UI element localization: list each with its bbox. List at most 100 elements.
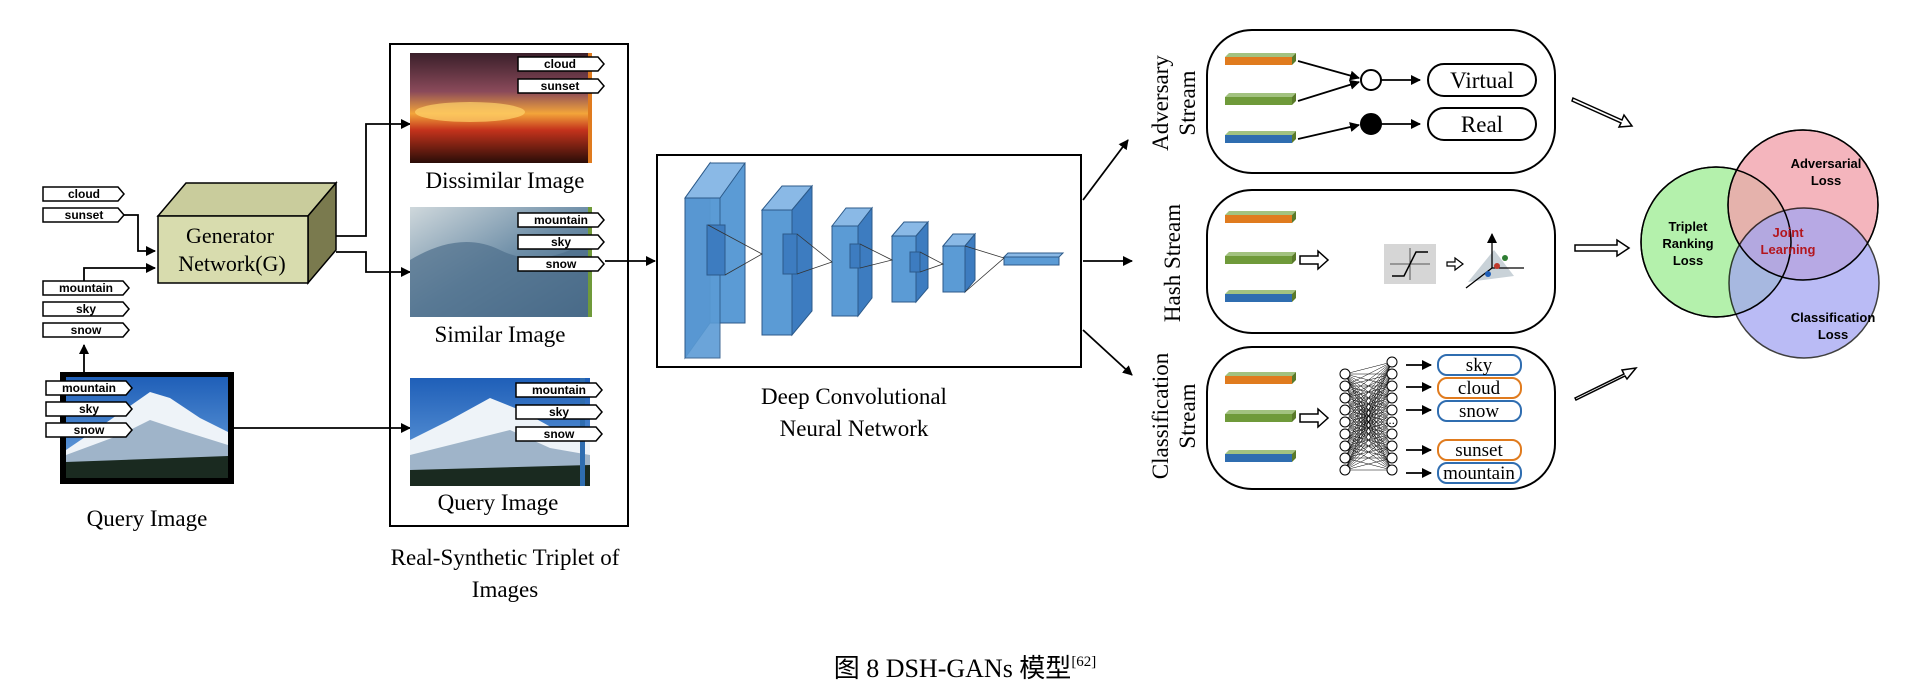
nn-edge — [1344, 361, 1393, 387]
neural-net-icon — [1339, 356, 1398, 476]
nn-node — [1386, 380, 1398, 392]
generator-network: Generator Network(G) — [156, 180, 338, 286]
nn-edge — [1344, 385, 1393, 471]
classification-label-line2: Stream — [1175, 383, 1200, 448]
virtual-node-icon — [1360, 69, 1382, 91]
tag-sky: sky — [76, 302, 96, 316]
arrow-adv-orange — [1297, 60, 1360, 81]
output-sunset: sunset — [1455, 440, 1503, 461]
nn-node — [1386, 356, 1398, 368]
nn-edge — [1344, 409, 1393, 471]
nn-node — [1339, 464, 1351, 476]
classification-features — [1225, 372, 1296, 462]
left-tag-group-2: mountain sky snow — [42, 280, 130, 338]
output-cloud-box — [1437, 377, 1522, 399]
triplet-query-tag-snow: snow — [544, 427, 575, 441]
nn-node — [1386, 404, 1398, 416]
nn-node — [1386, 440, 1398, 452]
nn-edge — [1344, 361, 1393, 411]
tag-snow: snow — [71, 323, 102, 337]
arrow-cnn-to-classification — [1082, 329, 1133, 376]
cnn-label-line1: Deep Convolutional — [761, 384, 947, 409]
hash-small-arrow-icon — [1446, 256, 1464, 272]
nn-node — [1339, 416, 1351, 428]
similar-image-label: Similar Image — [435, 322, 566, 347]
nn-node — [1386, 428, 1398, 440]
adversary-label-line1: Adversary — [1148, 55, 1173, 151]
nn-node — [1386, 392, 1398, 404]
nn-edge — [1344, 373, 1393, 471]
output-snow-box — [1437, 400, 1522, 422]
query-tag-mountain: mountain — [62, 381, 116, 395]
venn-triplet-line3: Loss — [1673, 253, 1703, 268]
nn-node — [1339, 404, 1351, 416]
nn-edge — [1344, 361, 1393, 423]
nn-node — [1339, 452, 1351, 464]
cnn-connections — [707, 224, 1005, 293]
nn-node — [1386, 416, 1398, 428]
left-tag-group-1: cloud sunset — [42, 186, 125, 223]
query-tag-snow: snow — [74, 423, 105, 437]
venn-adversarial-line2: Loss — [1811, 173, 1841, 188]
nn-node — [1386, 452, 1398, 464]
similar-tag-sky: sky — [551, 235, 571, 249]
classification-dots: ... — [1385, 413, 1395, 427]
hash-hollow-arrow-icon — [1299, 249, 1330, 271]
triplet-query-tags: mountain sky snow — [515, 382, 603, 442]
venn-diagram — [1640, 129, 1880, 359]
venn-joint-line2: Learning — [1761, 242, 1816, 257]
venn-classification-circle — [1728, 207, 1880, 359]
figure-caption: 图 8 DSH-GANs 模型[62] — [834, 654, 1097, 683]
nn-node — [1386, 368, 1398, 380]
query-image-tags: mountain sky snow — [45, 380, 133, 438]
figure-caption-text: 图 8 DSH-GANs 模型 — [834, 654, 1072, 683]
arrow-generator-to-dissimilar — [336, 119, 411, 237]
nn-node — [1386, 464, 1398, 476]
arrow-adv-green — [1297, 79, 1360, 102]
triplet-query-tag-sky: sky — [549, 405, 569, 419]
real-label: Real — [1461, 112, 1503, 137]
nn-edge — [1344, 433, 1393, 471]
venn-classification-line1: Classification — [1791, 310, 1876, 325]
output-mountain: mountain — [1443, 463, 1515, 484]
output-cloud: cloud — [1458, 378, 1501, 399]
nn-edge — [1344, 361, 1393, 399]
nn-edge — [1344, 361, 1393, 447]
arrow-generator-to-similar — [336, 251, 411, 277]
virtual-badge — [1427, 63, 1537, 97]
output-sky-box — [1437, 354, 1522, 376]
venn-triplet-line2: Ranking — [1662, 236, 1713, 251]
adversary-label-line2: Stream — [1175, 70, 1200, 135]
query-image-label-left: Query Image — [87, 506, 208, 531]
tag-cloud: cloud — [68, 187, 100, 201]
classification-label-line1: Classification — [1148, 352, 1173, 479]
adversary-features — [1225, 53, 1296, 143]
nn-edge — [1344, 361, 1393, 435]
sign-function-icon — [1384, 244, 1436, 284]
similar-tag-snow: snow — [546, 257, 577, 271]
hash-label: Hash Stream — [1160, 204, 1185, 322]
nn-edge — [1344, 445, 1393, 471]
arrow-adv-blue — [1297, 122, 1360, 140]
virtual-label: Virtual — [1450, 68, 1514, 93]
output-mountain-box — [1437, 462, 1522, 484]
generator-label-line2: Network(G) — [178, 251, 286, 276]
nn-edge — [1344, 457, 1393, 471]
triplet-box — [389, 43, 629, 527]
classification-hollow-arrow-icon — [1299, 407, 1330, 429]
query-image-thumbnail — [60, 372, 234, 484]
classification-outputs: sky cloud snow sunset mountain — [1406, 354, 1522, 484]
triplet-caption-line1: Real-Synthetic Triplet of — [391, 545, 620, 570]
nn-edge — [1344, 361, 1393, 459]
output-snow: snow — [1459, 401, 1499, 422]
output-sunset-box — [1437, 439, 1522, 461]
output-sky: sky — [1466, 355, 1493, 376]
query-tag-sky: sky — [79, 402, 99, 416]
tag-sunset: sunset — [65, 208, 104, 222]
nn-edge — [1344, 361, 1393, 471]
dissimilar-tags: cloud sunset — [517, 56, 605, 94]
triplet-caption-line2: Images — [472, 577, 538, 602]
arrow-cnn-to-adversary — [1082, 139, 1129, 201]
arrow-tags2-to-generator — [83, 263, 156, 281]
